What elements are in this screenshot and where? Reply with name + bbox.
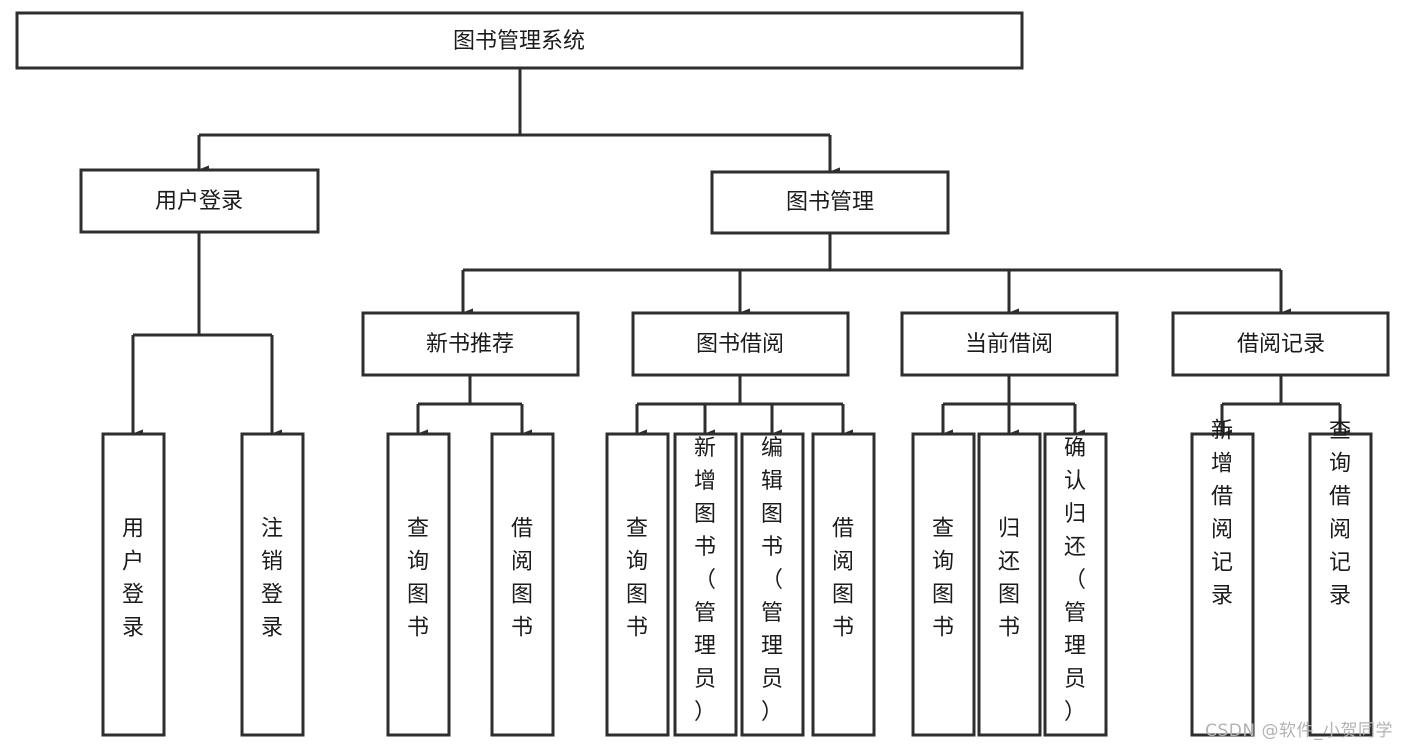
node-user-login-box: [79, 168, 320, 234]
connector-layer: [131, 68, 1350, 439]
node-user-login-label: 用户登录: [155, 189, 243, 214]
leaf-borrow-book-2-box: [811, 432, 876, 737]
node-user-login[interactable]: 用户登录: [79, 168, 320, 234]
leaf-borrow-book-1-label: 借阅图书: [511, 517, 533, 641]
node-book-borrow-box: [631, 311, 850, 377]
node-new-book-recommend-box: [361, 311, 580, 377]
leaf-return-book-box: [977, 432, 1042, 737]
leaf-confirm-return-label: 确认归还（管理员）: [1064, 436, 1086, 725]
node-root-label: 图书管理系统: [453, 29, 585, 54]
csdn-watermark: CSDN @软件_小贺同学: [1205, 721, 1393, 741]
leaf-add-record-box: [1190, 432, 1255, 737]
node-book-borrow-label: 图书借阅: [696, 332, 784, 357]
leaf-edit-book[interactable]: 编辑图书（管理员）: [740, 432, 805, 737]
node-book-manage[interactable]: 图书管理: [710, 170, 950, 235]
leaf-add-book[interactable]: 新增图书（管理员）: [673, 432, 738, 737]
leaf-query-book-3-box: [911, 432, 976, 737]
leaf-confirm-return-box: [1043, 432, 1108, 737]
leaf-user-login-box: [101, 432, 166, 737]
leaf-borrow-book-1-box: [490, 432, 555, 737]
leaf-logout[interactable]: 注销登录: [240, 432, 305, 737]
leaf-query-book-1-label: 查询图书: [407, 517, 429, 641]
node-borrow-record-label: 借阅记录: [1237, 332, 1325, 357]
leaf-add-record[interactable]: 新增借阅记录: [1190, 419, 1255, 737]
leaf-user-login-label: 用户登录: [122, 517, 144, 641]
leaf-user-login[interactable]: 用户登录: [101, 432, 166, 737]
leaf-logout-label: 注销登录: [261, 517, 283, 641]
leaf-query-book-3-label: 查询图书: [932, 517, 954, 641]
leaf-return-book[interactable]: 归还图书: [977, 432, 1042, 737]
leaf-borrow-book-1[interactable]: 借阅图书: [490, 432, 555, 737]
node-new-book-recommend[interactable]: 新书推荐: [361, 311, 580, 377]
node-book-manage-label: 图书管理: [786, 190, 874, 215]
node-book-borrow[interactable]: 图书借阅: [631, 311, 850, 377]
leaf-add-record-label: 新增借阅记录: [1211, 419, 1233, 609]
leaf-query-book-2-box: [605, 432, 670, 737]
leaf-borrow-book-2-label: 借阅图书: [832, 517, 854, 641]
leaf-query-book-3[interactable]: 查询图书: [911, 432, 976, 737]
node-new-book-recommend-label: 新书推荐: [426, 332, 514, 357]
leaf-query-record-box: [1308, 432, 1373, 737]
leaf-return-book-label: 归还图书: [998, 517, 1020, 641]
leaf-add-book-box: [673, 432, 738, 737]
leaf-add-book-label: 新增图书（管理员）: [694, 436, 716, 725]
leaf-confirm-return[interactable]: 确认归还（管理员）: [1043, 432, 1108, 737]
node-root-system[interactable]: 图书管理系统: [15, 11, 1024, 70]
leaf-logout-box: [240, 432, 305, 737]
leaf-edit-book-box: [740, 432, 805, 737]
leaf-query-book-1[interactable]: 查询图书: [386, 432, 451, 737]
leaf-query-book-2[interactable]: 查询图书: [605, 432, 670, 737]
node-book-manage-box: [710, 170, 950, 235]
leaf-query-book-2-label: 查询图书: [626, 517, 648, 641]
node-current-borrow-label: 当前借阅: [965, 332, 1053, 357]
node-borrow-record[interactable]: 借阅记录: [1171, 311, 1390, 377]
leaf-query-record[interactable]: 查询借阅记录: [1308, 419, 1373, 737]
node-root-box: [15, 11, 1024, 70]
node-current-borrow-box: [900, 311, 1119, 377]
leaf-edit-book-label: 编辑图书（管理员）: [761, 436, 783, 725]
node-current-borrow[interactable]: 当前借阅: [900, 311, 1119, 377]
leaf-borrow-book-2[interactable]: 借阅图书: [811, 432, 876, 737]
node-borrow-record-box: [1171, 311, 1390, 377]
leaf-query-record-label: 查询借阅记录: [1329, 419, 1351, 609]
leaf-query-book-1-box: [386, 432, 451, 737]
